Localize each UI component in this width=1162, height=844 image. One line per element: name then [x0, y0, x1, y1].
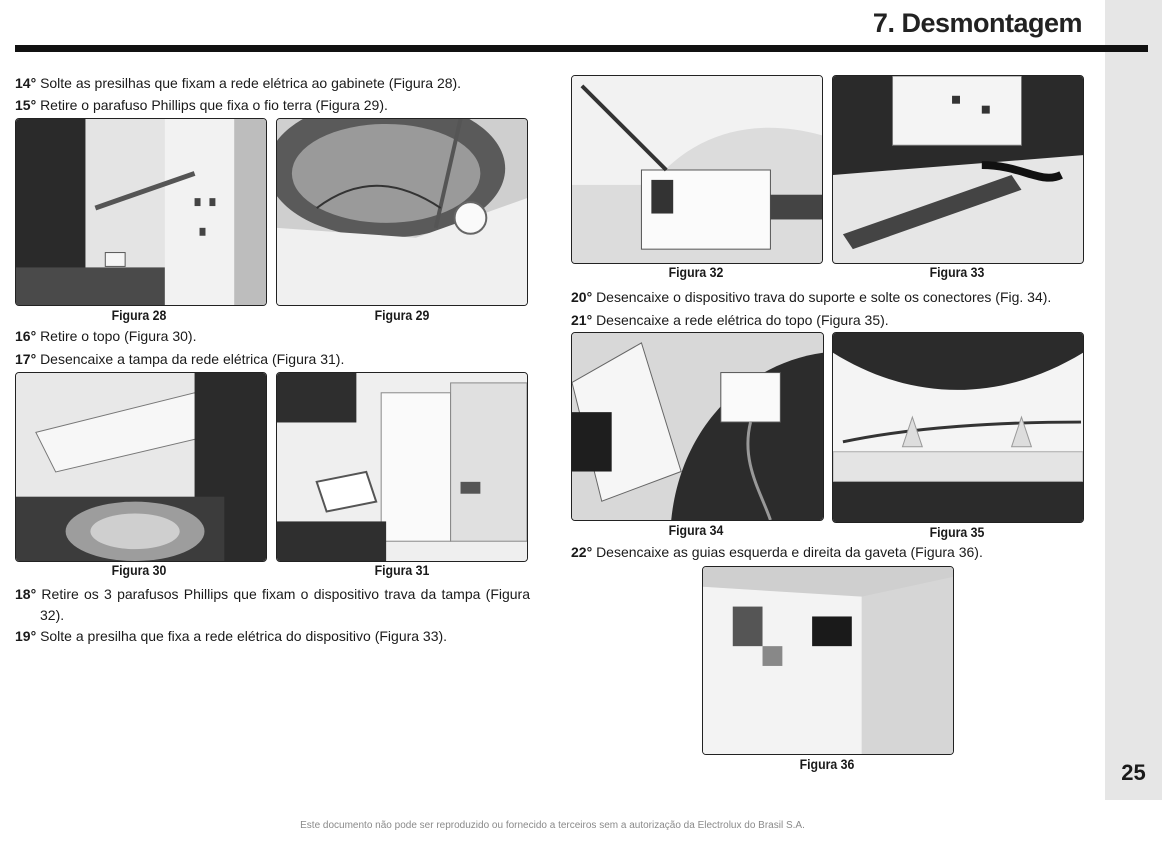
step-number: 15° — [15, 97, 37, 113]
step-18: 18° Retire os 3 parafusos Phillips que f… — [15, 584, 530, 626]
step-text: Desencaixe a tampa da rede elétrica (Fig… — [40, 351, 345, 367]
footer-copyright-note: Este documento não pode ser reproduzido … — [300, 820, 805, 831]
figure-35-photo — [832, 332, 1084, 523]
figure-36-photo — [702, 566, 954, 755]
step-text: Desencaixe as guias esquerda e direita d… — [596, 544, 983, 560]
step-17: 17° Desencaixe a tampa da rede elétrica … — [15, 349, 344, 370]
step-20: 20° Desencaixe o dispositivo trava do su… — [571, 287, 1051, 308]
figure-35-caption: Figura 35 — [929, 524, 985, 540]
figure-36-caption: Figura 36 — [799, 756, 855, 772]
step-text: Retire o topo (Figura 30). — [40, 328, 197, 344]
step-text: Desencaixe o dispositivo trava do suport… — [596, 289, 1052, 305]
step-number: 18° — [15, 586, 37, 602]
step-16: 16° Retire o topo (Figura 30). — [15, 326, 196, 347]
figure-28-photo — [15, 118, 267, 306]
page-number: 25 — [1121, 760, 1146, 785]
step-number: 19° — [15, 628, 37, 644]
step-number: 17° — [15, 351, 37, 367]
step-19: 19° Solte a presilha que fixa a rede elé… — [15, 626, 447, 647]
figure-28-caption: Figura 28 — [111, 307, 167, 323]
figure-30-photo — [15, 372, 267, 562]
step-number: 20° — [571, 289, 593, 305]
header-rule — [15, 45, 1148, 52]
step-text: Desencaixe a rede elétrica do topo (Figu… — [596, 312, 889, 328]
step-number: 14° — [15, 75, 37, 91]
step-15: 15° Retire o parafuso Phillips que fixa … — [15, 95, 388, 116]
figure-32-photo — [571, 75, 823, 264]
chapter-title: 7. Desmontagem — [872, 8, 1083, 38]
figure-29-photo — [276, 118, 528, 306]
figure-31-caption: Figura 31 — [374, 562, 430, 578]
step-text: Solte as presilhas que fixam a rede elét… — [40, 75, 462, 91]
step-text: Retire o parafuso Phillips que fixa o fi… — [40, 97, 388, 113]
figure-30-caption: Figura 30 — [111, 562, 167, 578]
figure-33-photo — [832, 75, 1084, 264]
figure-32-caption: Figura 32 — [668, 264, 724, 280]
step-text: Solte a presilha que fixa a rede elétric… — [40, 628, 448, 644]
step-21: 21° Desencaixe a rede elétrica do topo (… — [571, 310, 889, 331]
step-number: 22° — [571, 544, 593, 560]
figure-33-caption: Figura 33 — [929, 264, 985, 280]
step-22: 22° Desencaixe as guias esquerda e direi… — [571, 542, 983, 563]
step-number: 16° — [15, 328, 37, 344]
step-text: Retire os 3 parafusos Phillips que fixam… — [40, 586, 530, 623]
side-strip — [1105, 0, 1162, 800]
figure-34-photo — [571, 332, 824, 521]
figure-31-photo — [276, 372, 528, 562]
figure-34-caption: Figura 34 — [668, 522, 724, 538]
step-number: 21° — [571, 312, 593, 328]
step-14: 14° Solte as presilhas que fixam a rede … — [15, 73, 461, 94]
figure-29-caption: Figura 29 — [374, 307, 430, 323]
